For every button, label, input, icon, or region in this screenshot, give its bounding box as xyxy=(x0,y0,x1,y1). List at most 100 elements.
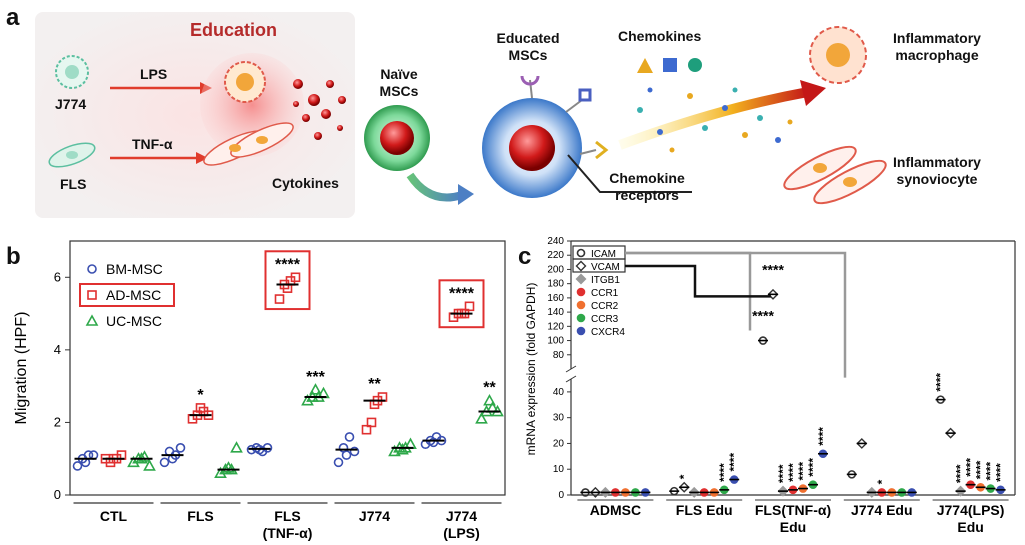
y-tick-label: 160 xyxy=(547,293,564,304)
data-point xyxy=(349,446,360,457)
data-point xyxy=(138,450,151,462)
data-point xyxy=(72,461,83,471)
significance-label: **** xyxy=(994,463,1008,482)
x-category-label: FLS(TNF-α) xyxy=(755,502,831,518)
chemokine-receptor-pointer xyxy=(567,154,692,193)
significance-label: * xyxy=(677,474,691,479)
significance-label: **** xyxy=(974,460,988,479)
y-tick-label: 2 xyxy=(54,414,61,429)
significance-label: **** xyxy=(762,261,784,277)
fls-label: FLS xyxy=(60,176,87,192)
legend-marker xyxy=(576,313,586,323)
data-point xyxy=(274,294,285,304)
chemokine-receptors-label: Chemokine receptors xyxy=(602,170,692,204)
education-title: Education xyxy=(190,20,278,40)
significance-label: *** xyxy=(306,369,325,386)
inflammatory-synoviocyte-icon xyxy=(783,145,887,205)
data-point xyxy=(159,457,170,468)
axis-break-mark xyxy=(565,365,577,373)
naive-to-educated-arrow xyxy=(406,172,464,202)
significance-label: ** xyxy=(483,380,496,397)
data-point xyxy=(344,432,355,442)
data-point xyxy=(290,272,301,283)
legend-label: CXCR4 xyxy=(591,327,625,338)
data-point xyxy=(175,443,186,453)
legend-marker xyxy=(576,300,586,310)
x-category-label: (TNF-α) xyxy=(263,525,313,541)
significance-label: **** xyxy=(786,463,800,482)
x-category-label: FLS xyxy=(274,508,300,524)
y-tick-label: 100 xyxy=(547,336,564,347)
data-point xyxy=(333,457,344,468)
legend-marker xyxy=(576,326,586,336)
legend-label: BM-MSC xyxy=(106,261,163,277)
activated-macrophage-icon xyxy=(224,61,266,103)
panel-b-letter: b xyxy=(6,243,21,270)
y-tick-label: 30 xyxy=(553,413,565,424)
data-point xyxy=(214,466,227,479)
cytokine-dots xyxy=(293,79,346,140)
significance-label: **** xyxy=(752,308,774,324)
chemokine-flow-arrow xyxy=(618,87,809,150)
inflammatory-synoviocyte-line1: Inflammatory xyxy=(893,154,981,170)
j774-label: J774 xyxy=(55,96,87,112)
chemokine-receptors-line1: Chemokine xyxy=(609,170,685,186)
significance-label: **** xyxy=(806,458,820,477)
chemokines-label: Chemokines xyxy=(618,28,702,44)
legend-marker xyxy=(575,260,587,272)
educated-msc-label: Educated MSCs xyxy=(488,30,568,64)
chemokine-particles xyxy=(637,87,793,153)
educated-msc-label-line2: MSCs xyxy=(508,47,548,63)
y-tick-label: 200 xyxy=(547,264,564,275)
naive-msc-label: Naïve MSCs xyxy=(374,66,424,100)
significance-label: **** xyxy=(449,285,475,302)
legend-label: ITGB1 xyxy=(591,275,620,286)
legend-marker xyxy=(575,273,587,285)
cytokines-label: Cytokines xyxy=(272,175,339,191)
inflammatory-synoviocyte-line2: synoviocyte xyxy=(896,171,978,187)
significance-label: **** xyxy=(776,464,790,483)
inflammatory-macrophage-label: Inflammatory macrophage xyxy=(882,30,992,64)
data-point xyxy=(222,461,235,473)
y-tick-label: 20 xyxy=(553,438,565,449)
y-axis-label: mRNA expression (fold GAPDH) xyxy=(524,283,538,456)
data-point xyxy=(475,412,488,424)
data-point xyxy=(483,394,496,406)
tnf-label: TNF-α xyxy=(132,136,173,152)
y-tick-label: 220 xyxy=(547,250,564,261)
educated-msc-icon xyxy=(482,75,609,198)
data-point xyxy=(230,441,243,453)
y-tick-label: 80 xyxy=(553,350,565,361)
naive-msc-icon xyxy=(364,105,430,171)
icam-pointer-arrow xyxy=(625,251,752,331)
y-tick-label: 180 xyxy=(547,279,564,290)
lps-label: LPS xyxy=(140,66,168,82)
significance-label: **** xyxy=(275,256,301,273)
data-point xyxy=(301,394,314,406)
legend-label: CCR3 xyxy=(591,314,619,325)
x-category-label: Edu xyxy=(957,519,983,535)
x-category-label: J774 xyxy=(446,508,477,524)
data-point xyxy=(767,288,779,300)
y-axis-label: Migration (HPF) xyxy=(13,312,30,425)
legend-label: VCAM xyxy=(591,262,620,273)
legend-label: CCR2 xyxy=(591,301,619,312)
data-point xyxy=(945,427,957,439)
legend-label: ICAM xyxy=(591,249,616,260)
data-point xyxy=(589,486,601,498)
inflammatory-synoviocyte-label: Inflammatory synoviocyte xyxy=(882,154,992,188)
y-tick-label: 0 xyxy=(54,487,61,502)
data-point xyxy=(678,481,690,493)
x-category-label: J774(LPS) xyxy=(937,502,1005,518)
data-point xyxy=(361,424,372,435)
axis-break-mark xyxy=(565,375,577,383)
panel-a-letter: a xyxy=(6,4,20,31)
data-point xyxy=(195,403,206,413)
x-category-label: FLS Edu xyxy=(676,502,733,518)
legend-marker xyxy=(576,287,586,297)
x-category-label: FLS xyxy=(187,508,213,524)
legend-label: CCR1 xyxy=(591,288,619,299)
inflammatory-macrophage-icon xyxy=(809,26,867,84)
plot-frame xyxy=(69,240,506,496)
